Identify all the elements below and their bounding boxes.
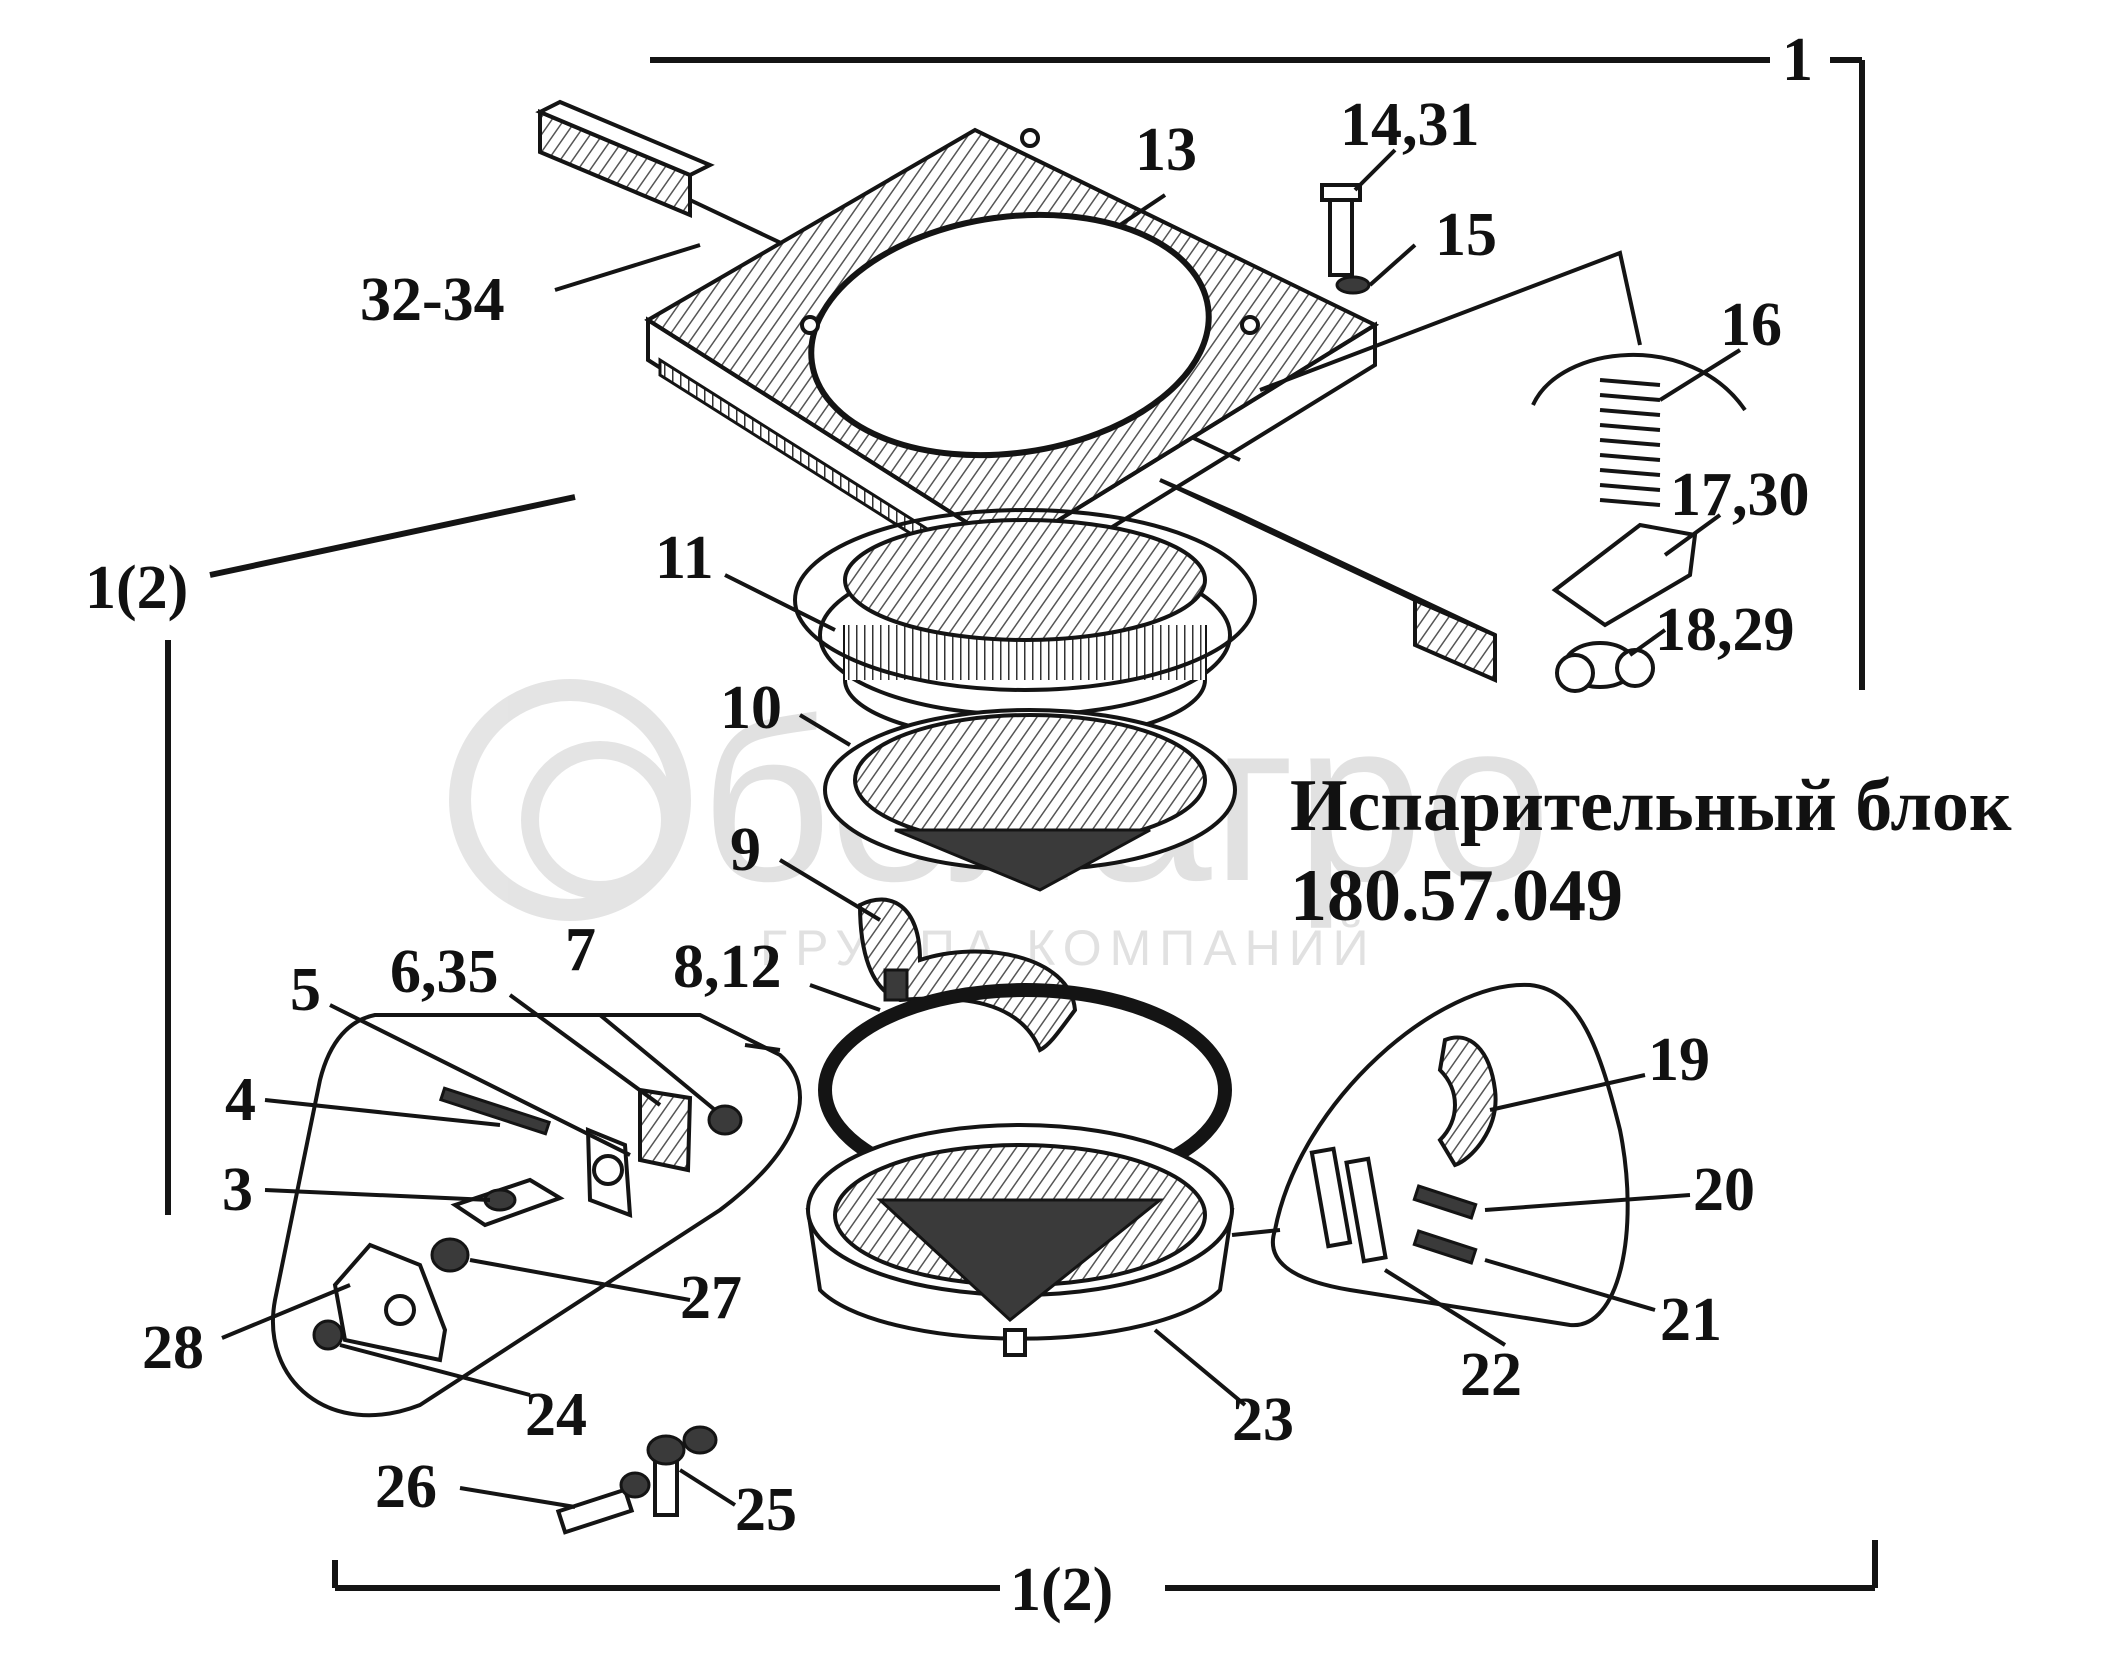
watermark-subtitle: ГРУППА КОМПАНИЙ [760,919,1377,976]
callout-15: 15 [1435,201,1497,269]
title-line-1: Испарительный блок [1290,765,2012,847]
detail-group-right [1270,982,1630,1328]
callout-18-29: 18,29 [1655,596,1795,664]
callout-13: 13 [1135,116,1197,184]
callout-28: 28 [142,1314,204,1382]
callout-10: 10 [720,674,782,742]
callout-3: 3 [222,1156,253,1224]
title-line-2: 180.57.049 [1290,855,1623,937]
callout-9: 9 [730,816,761,884]
bracket-top-label: 1 [1782,26,1813,94]
callout-11: 11 [655,524,714,592]
callout-20: 20 [1693,1156,1755,1224]
callout-24: 24 [525,1381,587,1449]
callout-7: 7 [565,916,596,984]
leader-lines [221,148,1742,1509]
callout-17-30: 17,30 [1670,461,1810,529]
drum-11 [793,508,1257,742]
callout-4: 4 [225,1066,256,1134]
callout-labels: 32-34 13 14,31 15 16 17,30 18,29 11 10 9… [142,91,1810,1544]
hardware-upper-right [1259,183,1747,693]
hardware-bottom [555,1425,718,1535]
bracket-bottom-label: 1(2) [1010,1556,1113,1624]
bracket-left-label: 1(2) [85,554,188,622]
callout-26: 26 [375,1453,437,1521]
housing-23 [805,1123,1235,1357]
callout-14-31: 14,31 [1340,91,1480,159]
callout-32-34: 32-34 [360,266,505,334]
callout-6-35: 6,35 [390,938,499,1006]
callout-27: 27 [680,1264,742,1332]
callout-16: 16 [1720,291,1782,359]
bracket-bottom: 1(2) [332,1540,1878,1624]
callout-5: 5 [290,956,321,1024]
bracket-top: 1 [650,26,1865,690]
cone-10 [823,708,1237,892]
diagram-title: Испарительный блок 180.57.049 [1290,765,2012,937]
callout-19: 19 [1648,1026,1710,1094]
callout-23: 23 [1232,1386,1294,1454]
detail-group-left [271,1013,802,1418]
bracket-left: 1(2) [85,494,576,1215]
callout-8-12: 8,12 [673,933,782,1001]
callout-22: 22 [1460,1341,1522,1409]
callout-25: 25 [735,1476,797,1544]
band-9 [857,897,1078,1053]
callout-21: 21 [1660,1286,1722,1354]
